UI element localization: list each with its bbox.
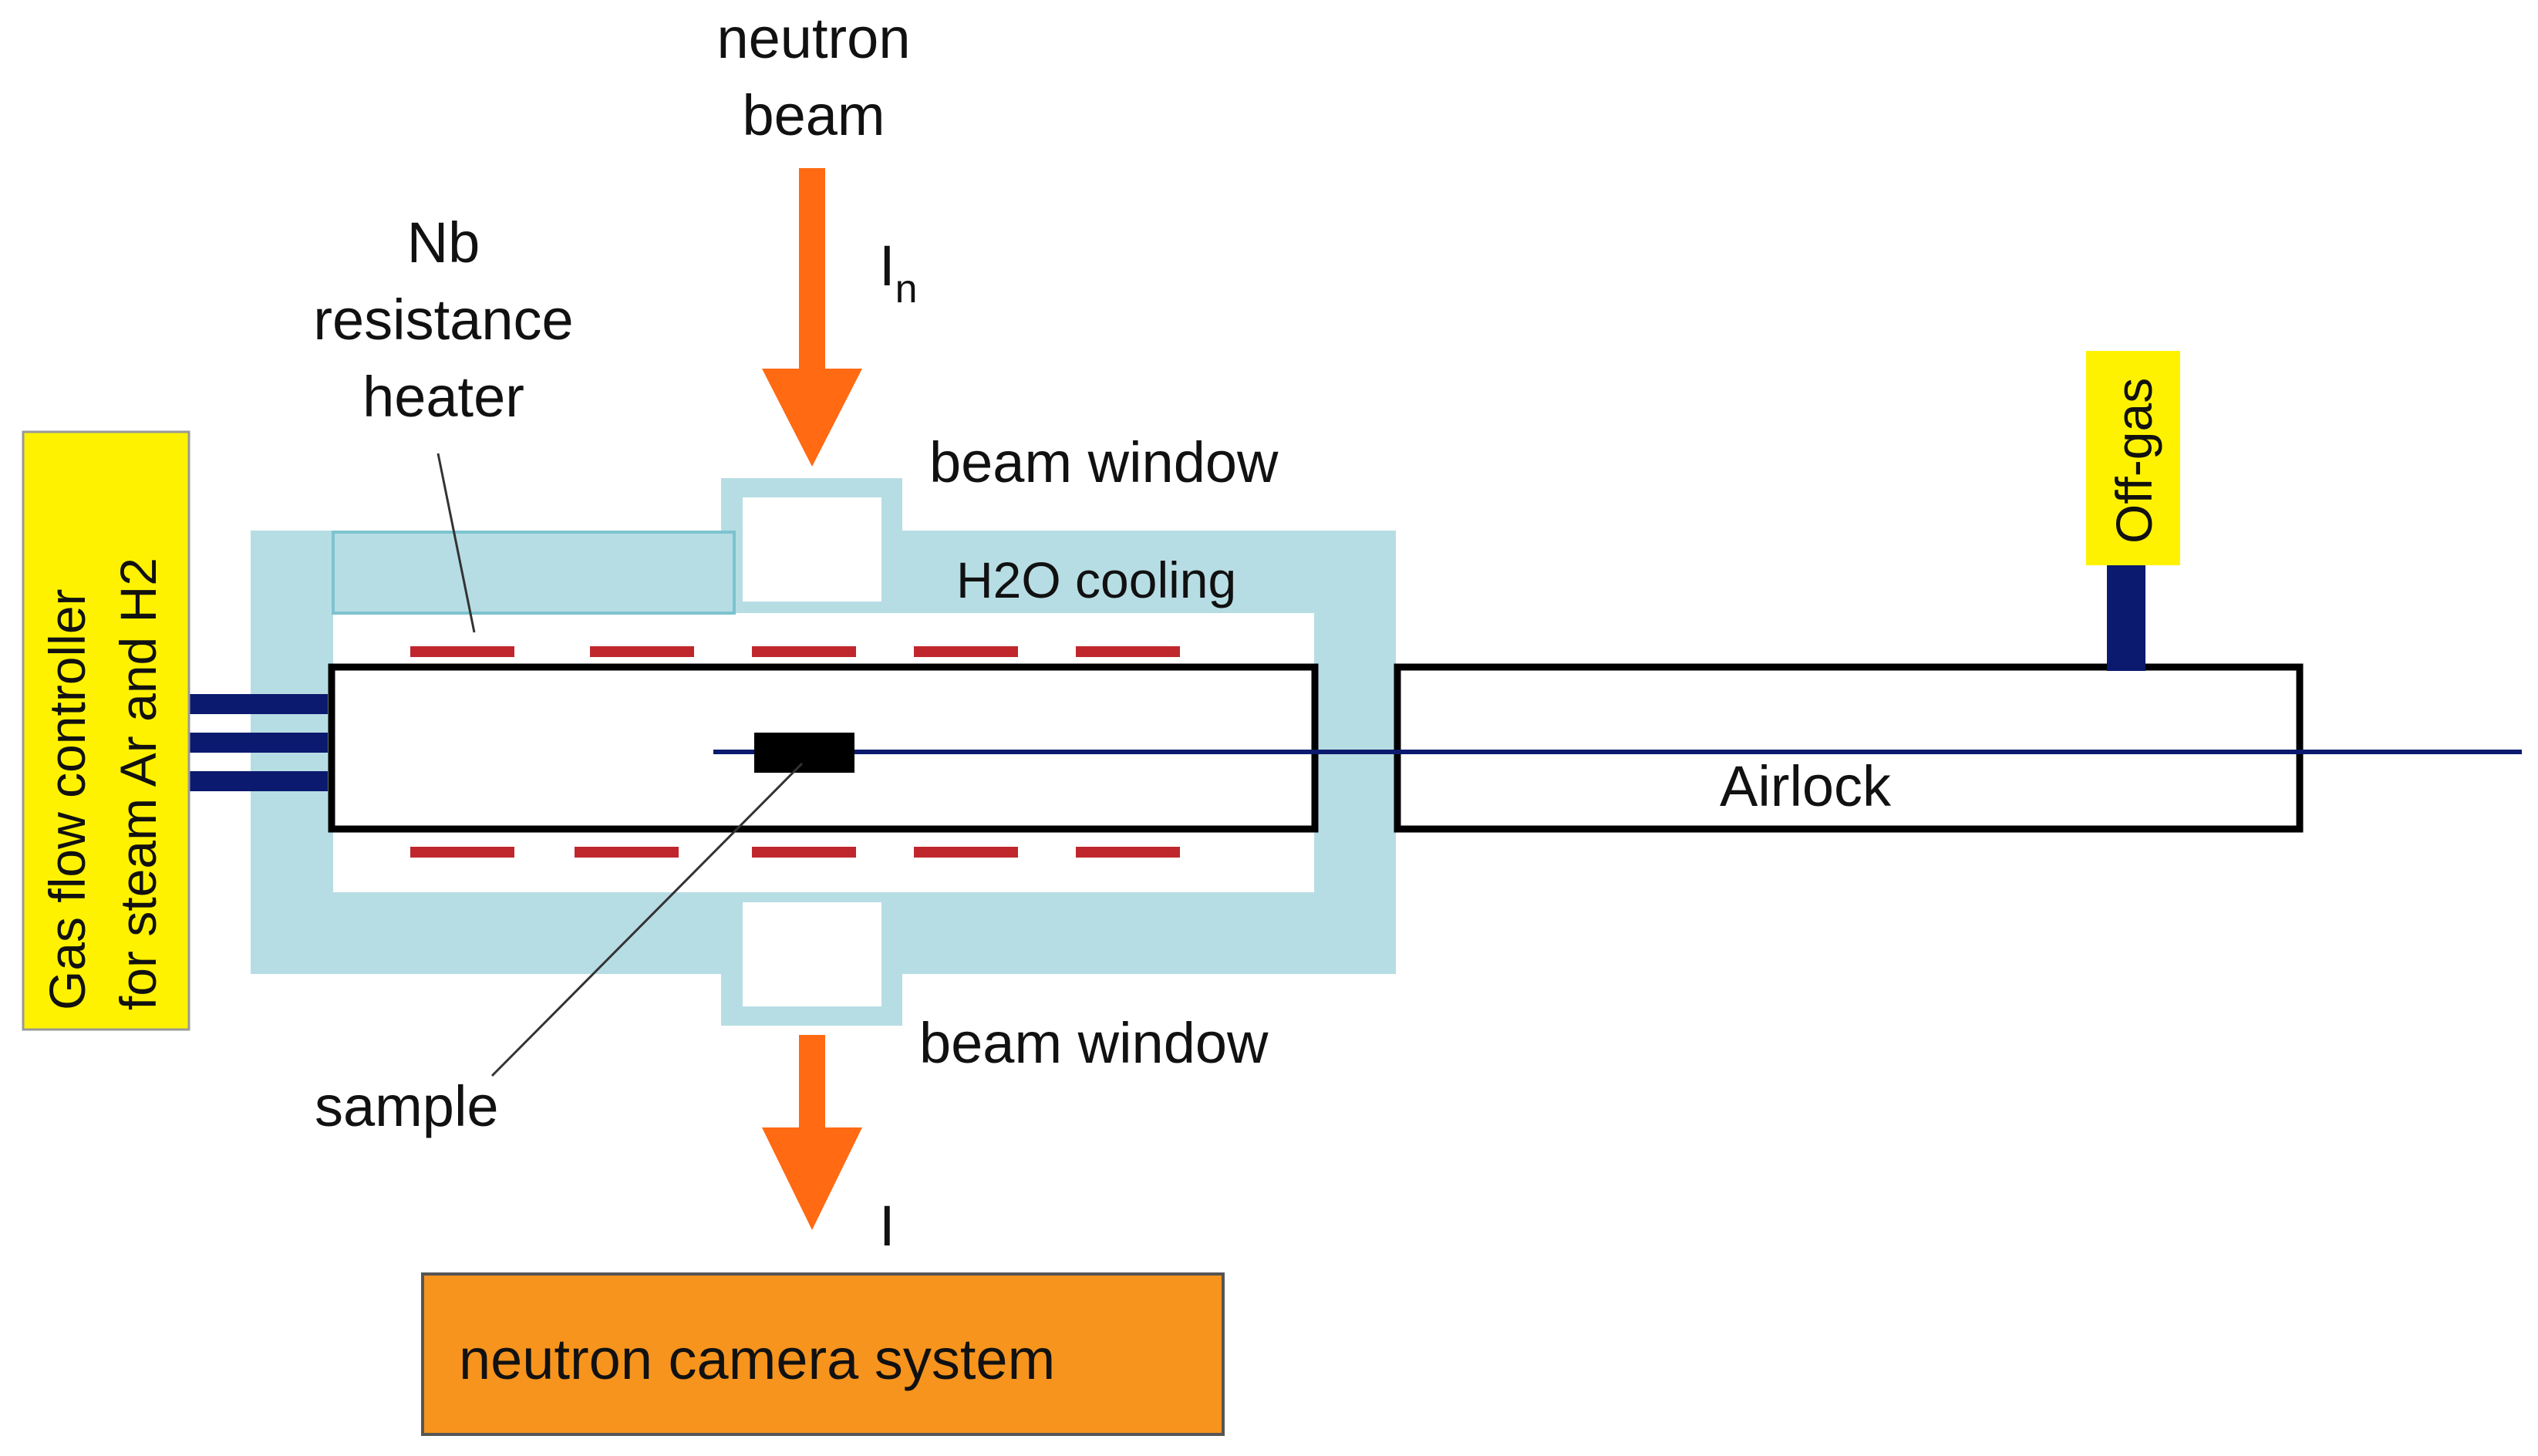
off-gas-box: Off-gas <box>2086 351 2180 565</box>
heater-segment <box>1076 646 1180 657</box>
off-gas-label-box <box>2086 351 2180 565</box>
camera-label: neutron camera system <box>459 1327 1055 1391</box>
airlock-label: Airlock <box>1720 754 1892 818</box>
gas-controller-label-line2: for steam Ar and H2 <box>110 558 167 1010</box>
beam-arrow-head-out <box>762 1127 862 1230</box>
neutron-beam-label-line2: beam <box>742 83 885 147</box>
beam-arrow-shaft-in <box>799 168 825 370</box>
gas-line-2 <box>189 733 328 753</box>
off-gas-pipe <box>2107 563 2145 671</box>
heater-leader-line <box>436 453 476 633</box>
camera-box <box>421 1272 1225 1436</box>
heater-segment <box>1076 847 1180 858</box>
sample-specimen <box>754 733 854 773</box>
gas-supply-lines <box>189 694 328 791</box>
beam-arrow-shaft-out <box>799 1035 825 1131</box>
heater-label-line1: Nb <box>407 211 480 275</box>
gas-line-3 <box>189 771 328 791</box>
heater-segment <box>410 646 514 657</box>
sample-leader-line <box>490 762 804 1077</box>
off-gas-label: Off-gas <box>2105 378 2162 544</box>
incoming-neutron-beam-arrow <box>762 168 862 467</box>
heater-segment <box>590 646 694 657</box>
beam-arrow-head-in <box>762 369 862 467</box>
heater-segment <box>914 646 1018 657</box>
gas-controller-label-line1: Gas flow controller <box>39 588 96 1010</box>
heater-segment <box>752 646 856 657</box>
gas-flow-controller: Gas flow controller for steam Ar and H2 <box>22 430 190 1031</box>
intensity-out-label: I <box>879 1194 895 1258</box>
outgoing-neutron-beam-arrow <box>762 1035 862 1230</box>
gas-flow-controller-box <box>22 430 190 1031</box>
intensity-in-label: In <box>879 234 917 312</box>
neutron-beam-label-line1: neutron <box>717 6 911 70</box>
heater-segment <box>575 847 679 858</box>
neutron-camera-system: neutron camera system <box>421 1272 1225 1436</box>
gas-line-1 <box>189 694 328 714</box>
heater-segment <box>752 847 856 858</box>
sample-label: sample <box>315 1074 499 1138</box>
beam-window-bottom-label: beam window <box>919 1011 1269 1075</box>
beam-window-top-label: beam window <box>929 430 1279 494</box>
h2o-cooling-label: H2O cooling <box>956 551 1236 608</box>
airlock-tube <box>1394 663 2304 833</box>
heater-segments-top <box>410 646 1180 657</box>
heater-lead-channel <box>332 531 736 615</box>
heater-segment <box>410 847 514 858</box>
heater-label-line2: resistance <box>313 288 573 352</box>
heater-label-line3: heater <box>362 365 524 429</box>
beam-window-top <box>743 497 881 602</box>
heater-segments-bottom <box>410 847 1180 858</box>
heater-segment <box>914 847 1018 858</box>
beam-window-bottom <box>743 902 881 1006</box>
